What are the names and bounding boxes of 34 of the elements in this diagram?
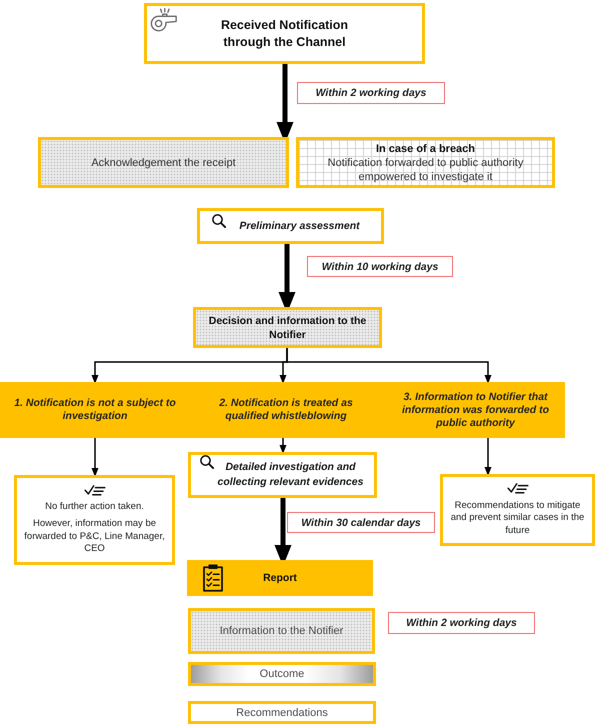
step-text: No further action taken. [45,500,144,513]
option-band [0,382,565,438]
time-limit-label: Within 2 working days [388,612,535,634]
step-text: Notification forwarded to public authority empowered to investigate it [326,156,524,184]
process-box [188,662,376,686]
process-box [144,3,425,64]
process-box [440,474,595,546]
step-text: Preliminary assessment [239,218,360,234]
step-text: Information to the Notifier [220,624,344,638]
process-box [193,307,382,348]
step-text: Acknowledgement the receipt [91,156,236,170]
process-box [38,137,289,188]
process-box [197,208,384,244]
step-text: Report [263,571,297,585]
process-box [187,560,373,596]
step-text: Outcome [260,667,304,681]
process-box [188,452,377,498]
process-box [14,475,175,565]
step-text: Decision and information to the Notifier [208,314,368,342]
time-limit-label: Within 10 working days [307,256,453,277]
option-text: 2. Notification is treated as qualified whistleblowing [218,397,354,423]
time-limit-label: Within 2 working days [297,82,445,104]
step-text: Detailed investigation and collecting relevant evidences [216,460,364,490]
time-limit-label: Within 30 calendar days [287,512,435,533]
process-box [188,608,375,654]
option-text: 3. Information to Notifier that information was forwarded to public authority [400,390,550,430]
process-box [188,701,376,724]
step-text: Recommendations to mitigate and prevent similar cases in the future [450,500,586,538]
option-text: 1. Notification is not a subject to investigation [13,397,177,423]
step-text: However, information may be forwarded to P&C, Line Manager, CEO [23,518,166,556]
step-text: Recommendations [236,706,328,720]
step-title: Received Notification through the Channel [220,16,350,50]
step-heading: In case of a breach [376,142,476,156]
process-box [296,137,555,188]
